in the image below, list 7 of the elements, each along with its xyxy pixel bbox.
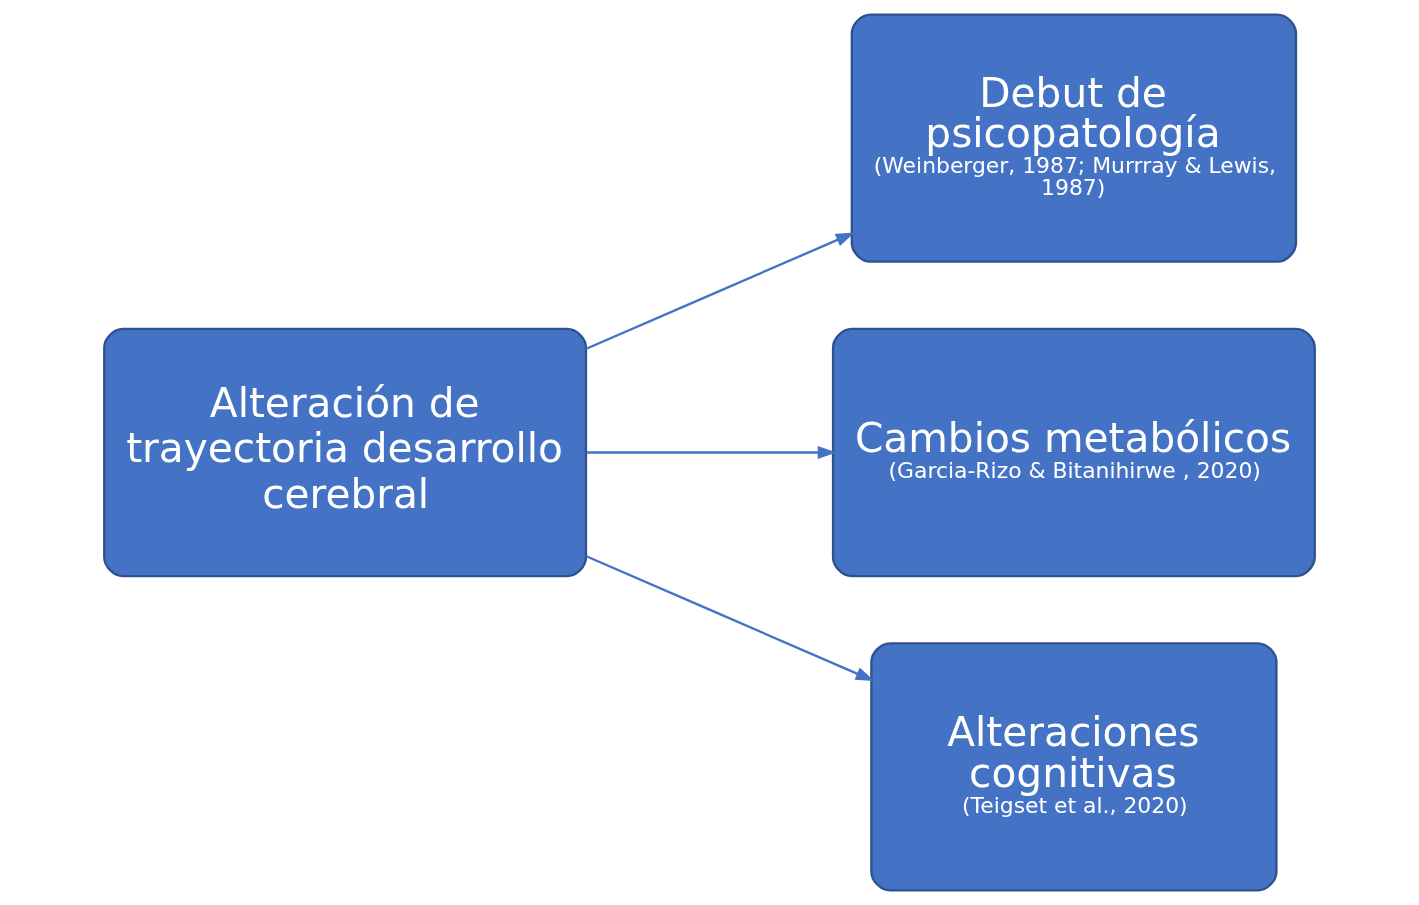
node-box: Cambios metabólicos (Garcia-Rizo & Bitanihirwe , 2020) bbox=[831, 327, 1316, 578]
arrow bbox=[585, 232, 855, 350]
arrow bbox=[585, 555, 875, 682]
node-box: Alteración de trayectoria desarrollo cerebral bbox=[103, 327, 588, 578]
node-box: Alteraciones cognitivas (Teigset et al., 2020) bbox=[870, 642, 1278, 892]
arrow bbox=[586, 445, 837, 460]
node-box: Debut de psicopatología (Weinberger, 1987; Murrray & Lewis, 1987) bbox=[850, 13, 1298, 263]
